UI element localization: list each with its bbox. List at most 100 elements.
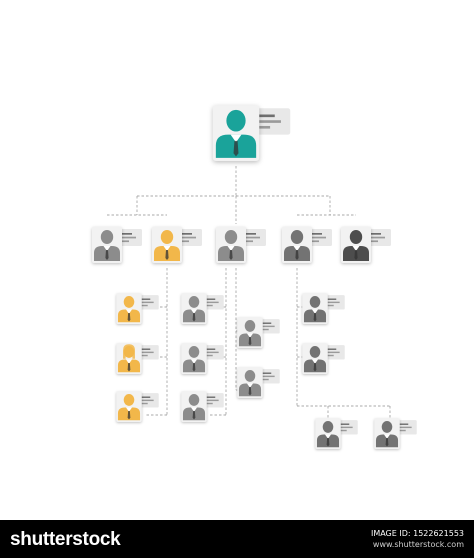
card-text-line	[339, 429, 347, 432]
tie	[165, 250, 169, 260]
card-text-line	[205, 354, 213, 357]
person-head	[309, 295, 321, 308]
card-text-line	[244, 236, 260, 239]
card-text-line	[140, 351, 154, 354]
person-head	[244, 319, 256, 332]
tie	[326, 437, 330, 447]
card-text-line	[326, 298, 337, 300]
tie	[295, 250, 299, 260]
hair	[123, 344, 135, 359]
tie	[354, 250, 358, 260]
shirt-collar	[230, 134, 242, 143]
person-node-staff-orange-2	[116, 343, 159, 374]
tie	[313, 312, 317, 322]
card-text-line	[310, 240, 319, 243]
person-node-staff-right-1	[302, 293, 345, 324]
shirt-collar	[247, 383, 253, 388]
tie	[192, 312, 196, 322]
card-text-line	[205, 351, 219, 354]
card-text-line	[310, 233, 322, 235]
shirt-collar	[103, 246, 111, 251]
card-text-line	[256, 120, 281, 123]
tie	[192, 362, 196, 372]
person-head	[188, 393, 200, 406]
person-head	[226, 109, 246, 132]
image-id: IMAGE ID: 1522621553	[370, 529, 464, 538]
card-text-line	[339, 426, 353, 429]
card-text-line	[310, 236, 326, 239]
card-text-line	[261, 322, 272, 324]
card-text-line	[205, 399, 219, 402]
tie	[233, 140, 239, 157]
tie	[127, 410, 131, 420]
shutterstock-logo: shutterstock	[10, 529, 121, 550]
site-url: www.shutterstock.com	[372, 540, 464, 549]
person-head	[309, 345, 321, 358]
shirt-collar	[384, 434, 390, 439]
person-head	[224, 230, 238, 244]
card-text-line	[205, 396, 216, 398]
person-node-staff-orange-3	[116, 391, 159, 422]
card-text-line	[120, 236, 136, 239]
card-text-line	[140, 298, 151, 300]
card-text-line	[326, 351, 340, 354]
card-text-line	[339, 423, 350, 425]
card-text-line	[261, 325, 275, 328]
tie	[127, 362, 131, 372]
person-head	[244, 369, 256, 382]
shirt-collar	[312, 359, 318, 364]
card-text-line	[140, 402, 148, 405]
card-text-line	[261, 378, 269, 381]
person-head	[100, 230, 114, 244]
shirt-collar	[312, 309, 318, 314]
card-text-line	[205, 402, 213, 405]
card-text-line	[140, 304, 148, 307]
card-text-line	[398, 426, 412, 429]
tie	[385, 437, 389, 447]
card-text-line	[256, 125, 271, 129]
shirt-collar	[126, 359, 132, 364]
person-node-manager-1	[92, 227, 142, 263]
card-text-line	[180, 233, 192, 235]
shirt-collar	[325, 434, 331, 439]
shirt-collar	[191, 407, 197, 412]
tie	[248, 336, 252, 346]
person-head	[290, 230, 304, 244]
card-text-line	[369, 240, 378, 243]
shirt-collar	[293, 246, 301, 251]
card-text-line	[261, 372, 272, 374]
shirt-collar	[191, 359, 197, 364]
tie	[313, 362, 317, 372]
card-text-line	[205, 298, 216, 300]
shirt-collar	[191, 309, 197, 314]
card-text-line	[140, 396, 151, 398]
person-head	[188, 295, 200, 308]
card-text-line	[326, 301, 340, 304]
shirt-collar	[126, 309, 132, 314]
shirt-collar	[163, 246, 171, 251]
person-node-staff-mid-2	[237, 367, 280, 398]
card-text-line	[180, 236, 196, 239]
card-text-line	[326, 354, 334, 357]
card-text-line	[140, 399, 154, 402]
person-node-staff-gray-1	[181, 293, 224, 324]
card-text-line	[205, 304, 213, 307]
card-text-line	[180, 240, 189, 243]
tie	[105, 250, 109, 260]
person-head	[322, 420, 334, 433]
card-text-line	[244, 233, 256, 235]
person-node-staff-bottom-1	[315, 418, 358, 449]
person-node-manager-3	[216, 227, 266, 263]
person-node-ceo	[212, 105, 291, 161]
org-chart-diagram	[92, 105, 417, 449]
image-id-block: IMAGE ID: 1522621553 www.shutterstock.co…	[371, 528, 464, 550]
person-node-staff-mid-1	[237, 317, 280, 348]
person-node-staff-right-2	[302, 343, 345, 374]
card-text-line	[205, 348, 216, 350]
org-nodes	[92, 105, 417, 449]
footer-bar: shutterstock IMAGE ID: 1522621553 www.sh…	[0, 520, 474, 558]
card-text-line	[256, 114, 275, 118]
card-text-line	[244, 240, 253, 243]
tie	[127, 312, 131, 322]
card-text-line	[140, 354, 148, 357]
